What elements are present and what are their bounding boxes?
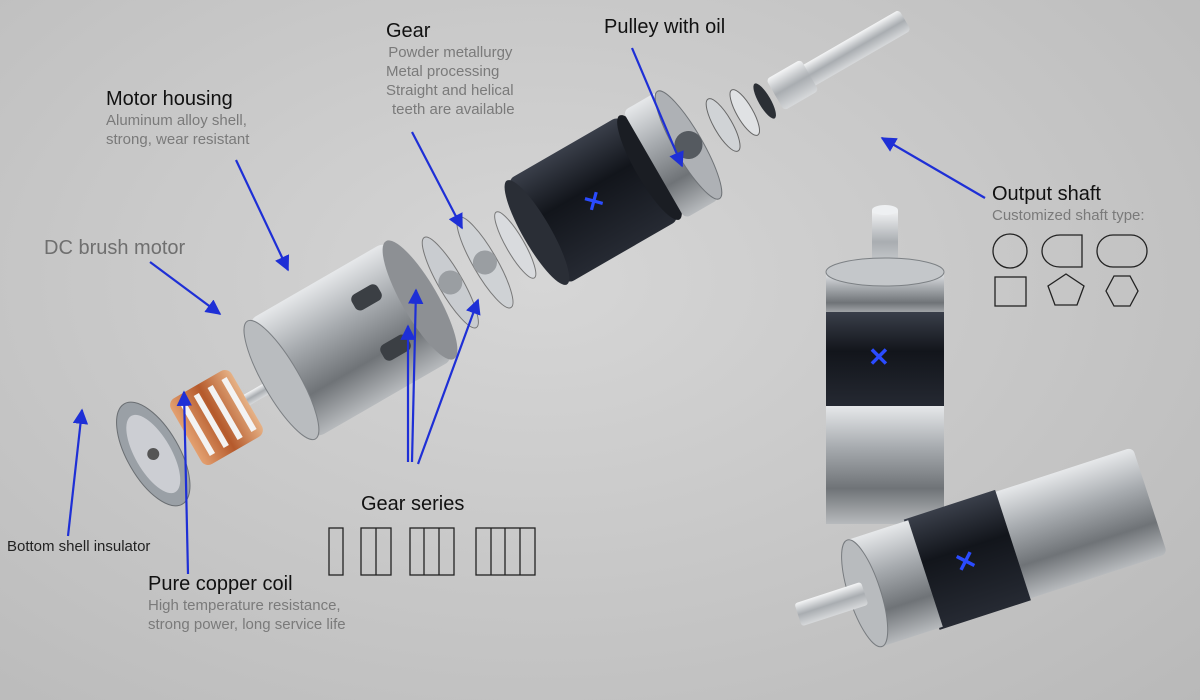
gear-line-4: teeth are available [392,101,515,118]
output-shaft-part [767,11,910,110]
shaft-d-cut-shape [1041,234,1083,268]
gearbox-ring-part: ✕ [504,115,682,285]
motor-housing-line-1: Aluminum alloy shell, [106,112,247,129]
bottom-shell-title: Bottom shell insulator [7,538,151,555]
arrow-gear-series-3 [416,298,481,465]
assembled-motor-vertical: ✕ [825,205,945,524]
bottom-shell-insulator-part [116,401,191,507]
copper-coil-line-1: High temperature resistance, [148,597,341,614]
shaft-round-shape [992,233,1028,269]
motor-housing-title: Motor housing [106,88,233,110]
gear-series-title: Gear series [361,493,465,515]
xyt-logo-icon: ✕ [868,342,890,372]
gear-title: Gear [386,20,431,42]
arrow-output-shaft [880,137,986,199]
arrow-gear [411,131,463,230]
arrow-motor-housing [235,159,290,272]
shaft-type-shapes [992,233,1148,307]
dc-brush-motor-title: DC brush motor [44,237,186,259]
arrow-pulley [630,47,684,168]
gear-series-1-stage [328,527,344,576]
gear-line-2: Metal processing [386,63,500,80]
shaft-pentagon-shape [1047,273,1085,306]
gear-series-2-stage [360,527,392,576]
shaft-double-d-cut-shape [1096,234,1148,268]
output-shaft-label: Output shaft Customized shaft type: [992,183,1145,225]
motor-housing-line-2: strong, wear resistant [106,131,250,148]
arrow-copper-coil [176,390,193,575]
exploded-assembly: ✕ [116,11,910,507]
gear-label: Gear Powder metallurgy Metal processing … [386,20,515,119]
assembled-motor-horizontal: ✕ [795,448,1166,648]
gear-series-boxes [328,527,536,576]
output-shaft-subtitle: Customized shaft type: [992,207,1145,224]
shaft-hexagon-shape [1105,275,1139,307]
pulley-part [705,83,776,152]
pulley-title: Pulley with oil [604,16,726,38]
arrow-gear-series-2 [407,288,424,463]
arrow-bottom-shell [66,408,89,537]
motor-housing-part [243,240,458,441]
arrow-dc-motor [149,261,222,315]
gear-series-4-stage [475,527,536,576]
output-shaft-title: Output shaft [992,183,1101,205]
gear-line-1: Powder metallurgy [388,44,513,61]
copper-coil-label: Pure copper coil High temperature resist… [148,573,346,634]
copper-coil-title: Pure copper coil [148,573,293,595]
motor-housing-label: Motor housing Aluminum alloy shell, stro… [106,88,249,149]
gear-series-3-stage [409,527,455,576]
copper-coil-line-2: strong power, long service life [148,616,346,633]
callout-arrows [66,47,986,575]
gear-line-3: Straight and helical [386,82,514,99]
shaft-square-shape [994,276,1027,307]
